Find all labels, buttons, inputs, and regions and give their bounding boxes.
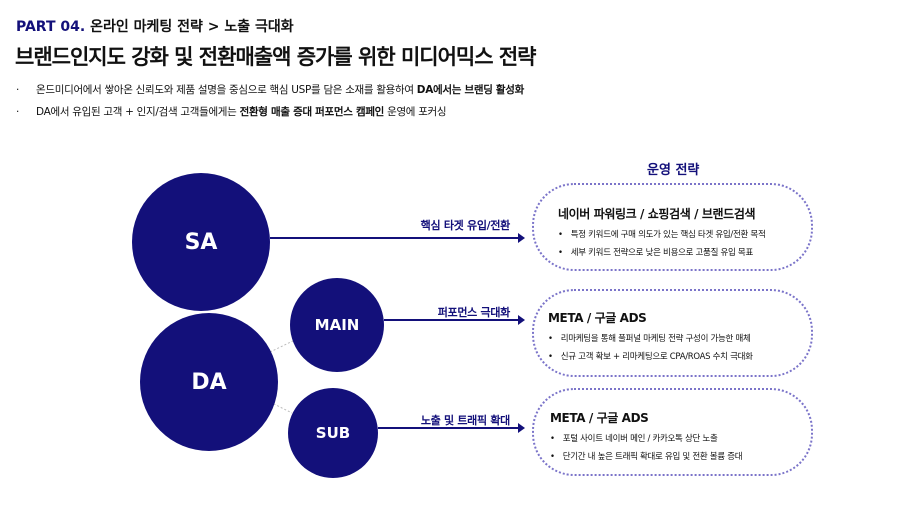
arrow-label-sa: 핵심 타겟 유입/전환 [420, 219, 511, 232]
box-item: 특정 키워드에 구매 의도가 있는 핵심 타겟 유입/전환 목적 [558, 228, 811, 240]
bullet-bold: 전환형 매출 증대 퍼포먼스 캠페인 [239, 106, 385, 118]
box-item: 단기간 내 높은 트래픽 확대로 유입 및 전환 볼륨 증대 [550, 450, 811, 462]
breadcrumb-text: 온라인 마케팅 전략 > 노출 극대화 [90, 19, 294, 35]
bullet-mark: · [16, 106, 20, 118]
bullet-line-2: · DA에서 유입된 고객 + 인지/검색 고객들에게는 전환형 매출 증대 퍼포… [16, 104, 447, 119]
bullet-text: 온드미디어에서 쌓아온 신뢰도와 제품 설명을 중심으로 핵심 USP를 담은 … [36, 84, 417, 96]
arrow-sa [270, 233, 525, 243]
box-title: META / 구글 ADS [548, 311, 647, 325]
bullet-line-1: · 온드미디어에서 쌓아온 신뢰도와 제품 설명을 중심으로 핵심 USP를 담은… [16, 82, 524, 97]
strategy-box-main: META / 구글 ADS 리마케팅을 통해 풀퍼널 마케팅 전략 구성이 가능… [532, 289, 813, 377]
bullet-text: DA에서 유입된 고객 + 인지/검색 고객들에게는 [36, 106, 240, 118]
circle-sa: SA [132, 173, 270, 311]
bullet-text-after: 운영에 포커싱 [384, 106, 447, 118]
strategy-box-sa: 네이버 파워링크 / 쇼핑검색 / 브랜드검색 특정 키워드에 구매 의도가 있… [532, 183, 813, 271]
circle-main: MAIN [290, 278, 384, 372]
bullet-mark: · [16, 84, 20, 96]
box-item: 세부 키워드 전략으로 낮은 비용으로 고품질 유입 목표 [558, 246, 811, 258]
bullet-bold: DA에서는 브랜딩 활성화 [416, 84, 525, 96]
box-item: 리마케팅을 통해 풀퍼널 마케팅 전략 구성이 가능한 매체 [548, 332, 811, 344]
arrow-label-main: 퍼포먼스 극대화 [437, 306, 511, 319]
arrow-label-sub: 노출 및 트래픽 확대 [420, 414, 510, 427]
circle-da: DA [140, 313, 278, 451]
box-title: 네이버 파워링크 / 쇼핑검색 / 브랜드검색 [558, 207, 756, 221]
strategy-box-sub: META / 구글 ADS 포털 사이트 네이버 메인 / 카카오톡 상단 노출… [532, 388, 813, 476]
arrow-sub [378, 423, 525, 433]
circle-sub: SUB [288, 388, 378, 478]
breadcrumb: PART 04. 온라인 마케팅 전략 > 노출 극대화 [16, 16, 294, 36]
part-label: PART 04. [16, 19, 86, 35]
strategy-heading: 운영 전략 [647, 163, 700, 178]
box-title: META / 구글 ADS [550, 411, 649, 425]
box-item: 포털 사이트 네이버 메인 / 카카오톡 상단 노출 [550, 432, 811, 444]
arrow-main [384, 315, 525, 325]
box-item: 신규 고객 확보 + 리마케팅으로 CPA/ROAS 수치 극대화 [548, 350, 811, 362]
page-title: 브랜드인지도 강화 및 전환매출액 증가를 위한 미디어믹스 전략 [15, 45, 536, 69]
